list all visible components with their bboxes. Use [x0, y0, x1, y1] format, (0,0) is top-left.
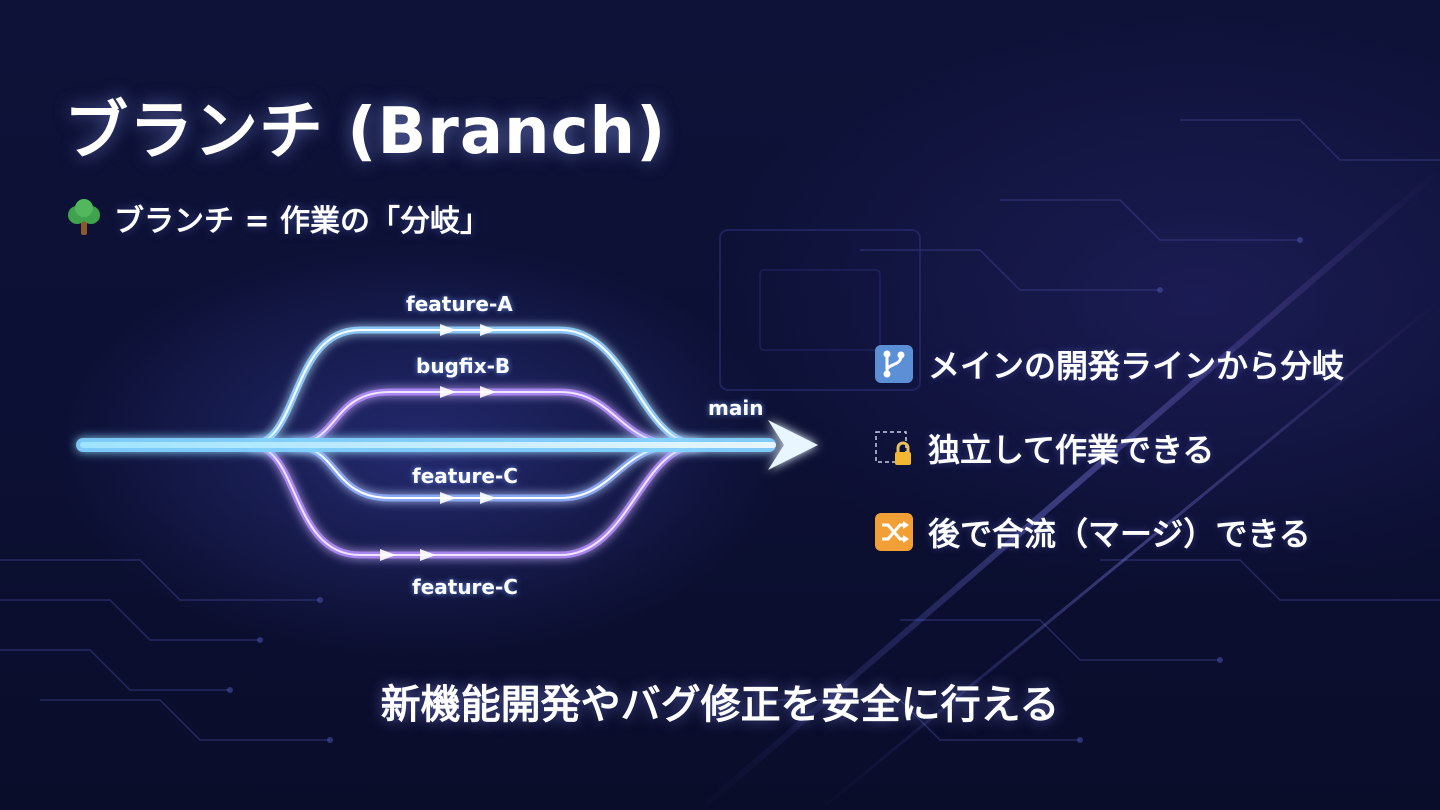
- main-line: [76, 420, 818, 470]
- subtitle: ブランチ = 作業の「分岐」: [64, 196, 490, 240]
- branch-line-feature-c-2: [249, 441, 701, 559]
- page-title: ブランチ (Branch): [64, 95, 667, 169]
- key-points: メインの開発ラインから分岐 独立して作業できる: [872, 340, 1344, 592]
- shuffle-icon: [872, 510, 916, 554]
- branch-label-feature-c-lower: feature-C: [412, 575, 518, 599]
- key-point-text: 後で合流（マージ）できる: [928, 515, 1311, 553]
- branch-label-bugfix-b: bugfix-B: [416, 354, 511, 378]
- key-point: 独立して作業できる: [872, 424, 1344, 472]
- tagline: 新機能開発やバグ修正を安全に行える: [380, 682, 1060, 728]
- branch-line-feature-a: [249, 326, 701, 449]
- main-arrowhead: [768, 420, 818, 470]
- key-point: 後で合流（マージ）できる: [872, 508, 1344, 556]
- key-point-text: メインの開発ラインから分岐: [928, 347, 1345, 385]
- git-branch-icon: [872, 342, 916, 386]
- commit-arrows: [380, 324, 496, 561]
- branch-label-main: main: [708, 396, 764, 420]
- key-point-text: 独立して作業できる: [928, 431, 1215, 469]
- tree-icon: [64, 198, 104, 238]
- branch-line-bugfix-b: [289, 388, 681, 449]
- branch-label-feature-c: feature-C: [412, 464, 518, 488]
- branch-line-feature-c-1: [289, 441, 681, 502]
- key-point: メインの開発ラインから分岐: [872, 340, 1344, 388]
- branch-label-feature-a: feature-A: [406, 292, 513, 316]
- lock-icon: [872, 426, 916, 470]
- subtitle-text: ブランチ = 作業の「分岐」: [114, 204, 491, 239]
